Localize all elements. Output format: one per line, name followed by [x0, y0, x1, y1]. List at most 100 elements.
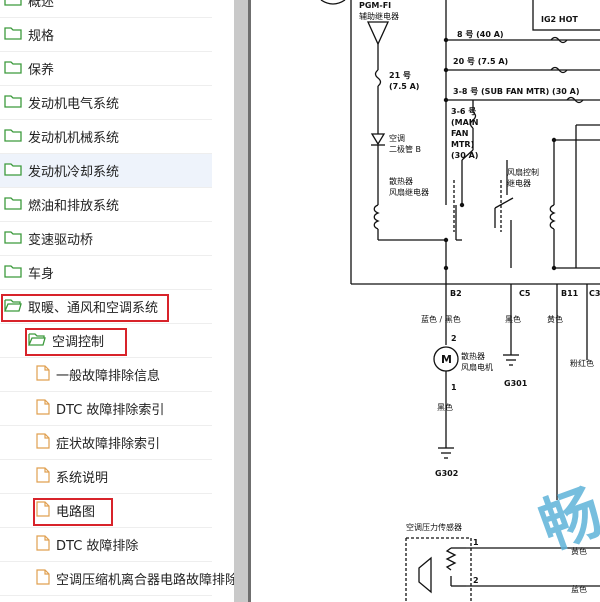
- tree-item-label: 保养: [28, 63, 55, 78]
- folder-icon: [4, 264, 22, 282]
- tree-doc-item[interactable]: 空调压缩机离合器电路故障排除: [0, 562, 234, 596]
- tree-item-label: 发动机机械系统: [28, 131, 120, 146]
- tree-doc-item[interactable]: DTC 故障排除: [0, 528, 212, 562]
- wire-color-black-2: 黑色: [437, 402, 453, 412]
- pin-b11: B11: [561, 289, 579, 298]
- motor-pin-2: 2: [451, 334, 457, 343]
- fuse-36-mtr: MTR): [451, 140, 474, 149]
- tree-folder-item[interactable]: 空调控制: [0, 324, 212, 358]
- fuse-36-label: 3-6 号: [451, 107, 476, 116]
- folder-icon: [4, 0, 22, 10]
- diode-label: 空调: [389, 133, 405, 143]
- sidebar-scrollbar[interactable]: [234, 0, 248, 602]
- tree-item-label: 取暖、通风和空调系统: [28, 301, 159, 316]
- circuit-diagram-svg: PGM-FI 辅助继电器 IG2 HOT 8 号 (40 A) 20 号 (7.…: [320, 0, 600, 602]
- folder-icon: [4, 26, 22, 44]
- folder-icon: [4, 196, 22, 214]
- tree-item-label: 发动机冷却系统: [28, 165, 120, 180]
- wire-color-yellow: 黄色: [547, 314, 563, 324]
- aux-relay-label: 辅助继电器: [359, 11, 399, 21]
- folder-open-icon: [4, 298, 22, 316]
- motor-symbol: M: [441, 353, 452, 366]
- tree-folder-item[interactable]: 发动机冷却系统: [0, 154, 212, 188]
- sensor-pin-2: 2: [473, 576, 479, 585]
- tree-doc-item[interactable]: DTC 故障排除索引: [0, 392, 212, 426]
- document-icon: [36, 534, 50, 555]
- diode-label-b: 二极管 B: [389, 144, 421, 154]
- folder-icon: [4, 230, 22, 248]
- tree-item-label: 症状故障排除索引: [56, 437, 161, 452]
- tree-doc-item[interactable]: 系统说明: [0, 460, 212, 494]
- tree-folder-item[interactable]: 保养: [0, 52, 212, 86]
- fuse-36-rating: (30 A): [451, 151, 478, 160]
- tree-item-label: 燃油和排放系统: [28, 199, 120, 214]
- tree-item-label: 变速驱动桥: [28, 233, 94, 248]
- ground-g302: G302: [435, 469, 458, 478]
- fuse-38-label: 3-8 号 (SUB FAN MTR) (30 A): [453, 87, 579, 96]
- tree-item-label: 发动机电气系统: [28, 97, 120, 112]
- wire-color-pink-red: 粉红色: [570, 358, 594, 368]
- sensor-pin-1: 1: [473, 538, 479, 547]
- tree-item-label: 概述: [28, 0, 55, 10]
- sensor-wire-blue: 蓝色: [571, 584, 587, 594]
- wire-color-black: 黑色: [505, 314, 521, 324]
- tree-folder-item[interactable]: 燃油和排放系统: [0, 188, 212, 222]
- pressure-sensor-label: 空调压力传感器: [406, 522, 462, 532]
- tree-item-label: 规格: [28, 29, 55, 44]
- pin-c3: C3: [589, 289, 600, 298]
- ground-g301: G301: [504, 379, 528, 388]
- tree-folder-item[interactable]: 车身: [0, 256, 212, 290]
- document-icon: [36, 398, 50, 419]
- fuse-8-label: 8 号 (40 A): [457, 30, 504, 39]
- tree-item-label: 空调控制: [52, 335, 105, 350]
- tree-folder-item[interactable]: 规格: [0, 18, 212, 52]
- folder-icon: [4, 60, 22, 78]
- tree-item-label: 车身: [28, 267, 55, 282]
- motor-pin-1: 1: [451, 383, 457, 392]
- folder-icon: [4, 128, 22, 146]
- fuse-21-rating: (7.5 A): [389, 82, 419, 91]
- fuse-36-fan: FAN: [451, 129, 468, 138]
- folder-icon: [4, 94, 22, 112]
- fuse-36-main: (MAIN: [451, 118, 478, 127]
- document-icon: [36, 568, 50, 589]
- tree-folder-item[interactable]: 取暖、通风和空调系统: [0, 290, 212, 324]
- tree-item-label: 空调压缩机离合器电路故障排除: [56, 573, 234, 588]
- fuse-20-label: 20 号 (7.5 A): [453, 57, 508, 66]
- tree-folder-item[interactable]: 变速驱动桥: [0, 222, 212, 256]
- wire-color-blue-black: 蓝色 / 黑色: [421, 314, 461, 324]
- document-icon: [36, 500, 50, 521]
- tree-folder-item[interactable]: 概述: [0, 0, 212, 18]
- navigation-tree: 概述规格保养发动机电气系统发动机机械系统发动机冷却系统燃油和排放系统变速驱动桥车…: [0, 0, 234, 602]
- radiator-relay-label-b: 风扇继电器: [389, 187, 429, 197]
- tree-folder-item[interactable]: 发动机电气系统: [0, 86, 212, 120]
- folder-open-icon: [28, 332, 46, 350]
- fuse-21-label: 21 号: [389, 71, 411, 80]
- motor-label-b: 风扇电机: [461, 362, 493, 372]
- ig2-hot-label: IG2 HOT: [541, 15, 578, 24]
- fan-control-relay-label: 风扇控制: [507, 167, 539, 177]
- fan-control-relay-label-b: 继电器: [507, 178, 531, 188]
- radiator-relay-label: 散热器: [389, 176, 413, 186]
- tree-folder-item[interactable]: 发动机机械系统: [0, 120, 212, 154]
- pin-c5: C5: [519, 289, 531, 298]
- document-icon: [36, 364, 50, 385]
- tree-doc-item[interactable]: 一般故障排除信息: [0, 358, 212, 392]
- pgmfi-label: PGM-FI: [359, 1, 391, 10]
- sensor-wire-yellow: 黄色: [571, 546, 587, 556]
- folder-icon: [4, 162, 22, 180]
- tree-item-label: DTC 故障排除索引: [56, 403, 165, 418]
- document-icon: [36, 466, 50, 487]
- tree-item-label: 系统说明: [56, 471, 109, 486]
- pane-divider[interactable]: [248, 0, 251, 602]
- tree-item-label: 一般故障排除信息: [56, 369, 161, 384]
- pin-b2: B2: [450, 289, 462, 298]
- circuit-diagram: PGM-FI 辅助继电器 IG2 HOT 8 号 (40 A) 20 号 (7.…: [251, 0, 600, 602]
- tree-item-label: 电路图: [56, 505, 96, 520]
- motor-label: 散热器: [461, 351, 485, 361]
- tree-doc-item[interactable]: 症状故障排除索引: [0, 426, 212, 460]
- document-icon: [36, 432, 50, 453]
- tree-item-label: DTC 故障排除: [56, 539, 139, 554]
- tree-doc-item[interactable]: 电路图: [0, 494, 212, 528]
- watermark: 畅: [531, 477, 600, 563]
